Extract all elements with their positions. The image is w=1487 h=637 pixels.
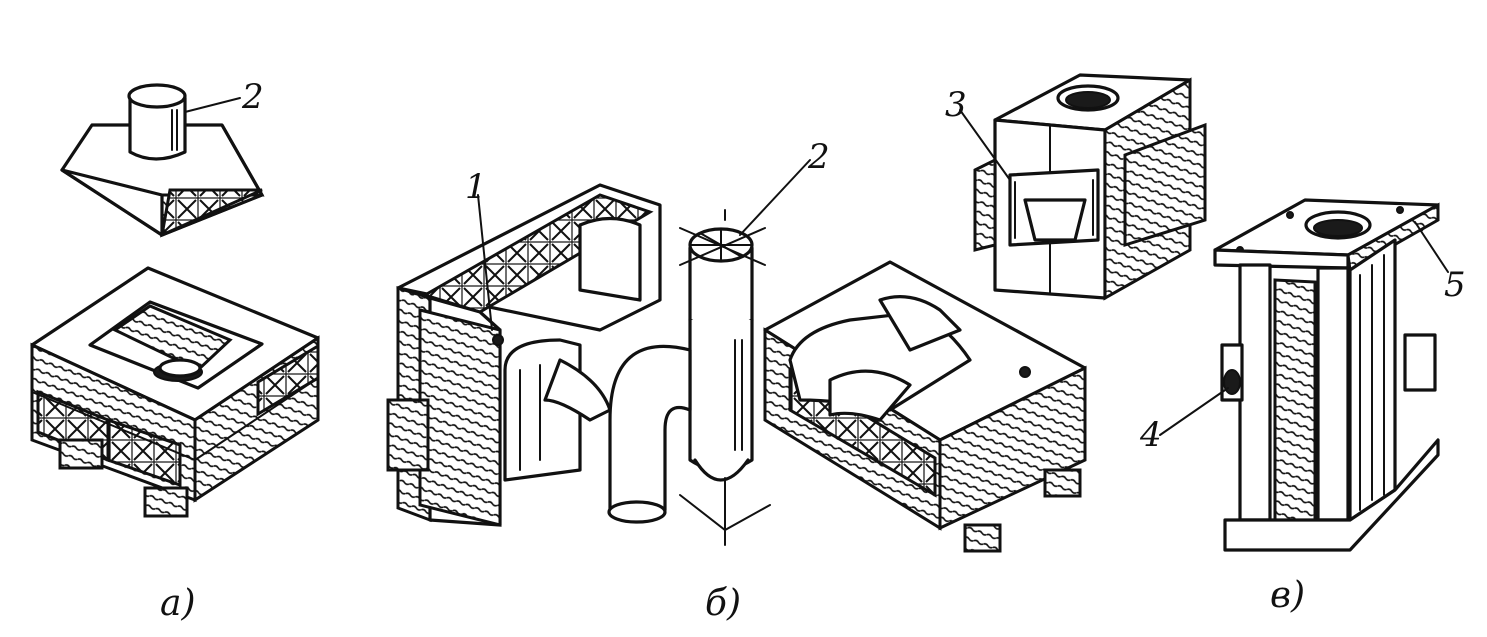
part-b-core [607, 209, 771, 546]
caption-v: в) [1270, 575, 1305, 616]
caption-a: а) [160, 583, 196, 624]
part-b-left-half [386, 183, 662, 527]
part-a-core-print [60, 83, 265, 238]
label-v-3: 3 [945, 85, 967, 125]
part-v-core-box-assembled [1213, 198, 1440, 552]
caption-b: б) [705, 583, 742, 624]
label-b-2: 2 [808, 137, 830, 177]
leader-lines [184, 97, 1449, 436]
label-b-1: 1 [465, 167, 487, 207]
part-a-core-box [30, 266, 320, 518]
label-v-4: 4 [1140, 415, 1162, 455]
label-a-2: 2 [242, 77, 264, 117]
part-v-core-box [973, 73, 1207, 301]
part-b-right-half [763, 260, 1087, 553]
label-v-5: 5 [1444, 265, 1466, 305]
